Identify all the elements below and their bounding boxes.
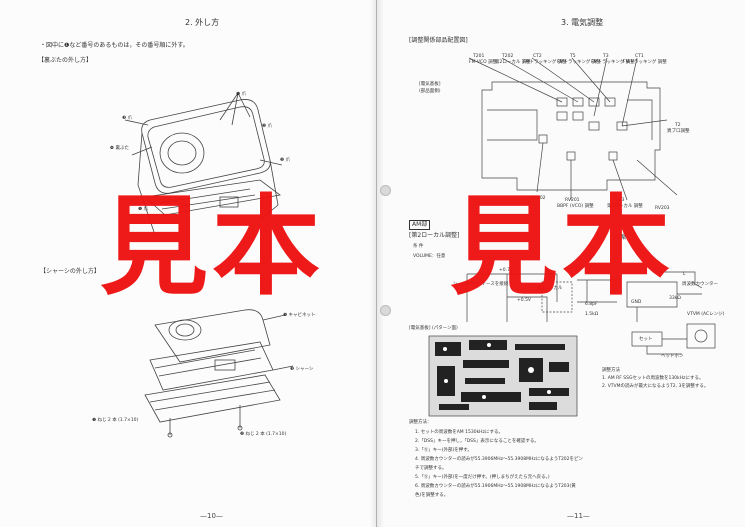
part-t5-name: T5 (570, 54, 576, 59)
tracking-connection-diagram (631, 323, 716, 355)
left-page-number: —10— (200, 512, 223, 520)
second-local-circuit (466, 271, 703, 322)
part-t3-name: T3 (603, 54, 609, 59)
part-rv201-desc: BBPF (VCO) 調整 (557, 204, 594, 209)
section-title-disassembly: 2. 外し方 (185, 18, 220, 27)
cover-label-1: ❶ 爪 (236, 92, 246, 97)
circuit-label-6: GND (631, 300, 642, 305)
part-rv203-name: RV203 (655, 206, 670, 211)
left-page: 2. 外し方 ・図中に❶など番号のあるものは，その番号順に外す。 【裏ぶたの外し… (38, 0, 377, 527)
adjust-step-4b: チで調整する。 (415, 466, 447, 471)
cover-label-2: ❸ 爪 (122, 116, 132, 121)
second-local-heading: [第2ローカル調整] (409, 232, 460, 239)
pattern-side-board (428, 335, 578, 417)
adjust-method-heading-right: 調整方法 (602, 368, 620, 373)
circuit-label-2: +0.5V (517, 298, 532, 303)
sample-watermark-right: 見本 (450, 185, 675, 310)
cover-label-4: ❹ 裏ぶた (110, 146, 129, 151)
part-ct2-name: CT2 (533, 54, 542, 59)
chassis-label-screws-2: ❷ ねじ 2 本 (1.7×10) (240, 432, 287, 437)
vtvm-label: VTVM (ACレンジ) (687, 312, 725, 317)
adjust-step-3: 3.「Ⓢ」キー(外部)を押す。 (415, 448, 472, 453)
circuit-label-4: 6.8pF (585, 302, 598, 307)
board-parts-layout (468, 57, 678, 201)
chassis-label-cabinet: ❶ キャビネット (283, 313, 316, 318)
part-t5-desc: FMトラッキング 調整 (557, 60, 601, 65)
book-spine (370, 0, 384, 527)
headphone-label: ヘッドホン (661, 354, 684, 359)
condition-label: 条 件 (413, 244, 424, 249)
adjust-step-6b: 色)を調整する。 (415, 493, 449, 498)
part-t2-desc: 異ブロ調整 (667, 129, 690, 134)
cover-removal-heading: 【裏ぶたの外し方】 (38, 57, 93, 64)
adjust-step-4: 4. 周波数カウンターの読みが55.3906MHz〜55.3908MHzになるよ… (415, 457, 584, 462)
circuit-label-1: シールド線で ケースを接続 (453, 282, 509, 287)
set-label: セット (639, 337, 653, 342)
circuit-label-5: 1.5kΩ (585, 312, 599, 317)
section-title-electrical-adjustment: 3. 電気調整 (561, 18, 604, 27)
part-rv201-name: RV201 (565, 198, 580, 203)
part-t203-name: T203 (613, 198, 625, 203)
chassis-label-chassis: ❸ シャーシ (290, 367, 314, 372)
adjust-step-6: 6. 周波数カウンターの読みが55.1906MHz〜55.1908MHzになるよ… (415, 484, 576, 489)
part-t3-desc: FMトラッキング 調整 (591, 60, 635, 65)
am-section-badge: AM部 (409, 220, 431, 230)
part-t202-name: T202 (502, 54, 514, 59)
pattern-side-heading: [電気基板] (パターン面) (409, 326, 458, 331)
board-side-label: (部品面側) (419, 89, 441, 94)
circuit-label-7: 33kΩ (669, 296, 681, 301)
right-page: 3. 電気調整 [調整関係部品配置図] T201 FM VCO 調整 T202 … (377, 0, 745, 527)
binding-hole-bottom (380, 305, 391, 316)
chassis-exploded-drawing (144, 309, 294, 438)
adjust-step-5: 5.「Ⓢ」キー(外部)を一度だけ押す。(押しまちがえたら元へ戻る。) (415, 475, 550, 480)
part-t203-desc: 第2ローカル 調整 (607, 204, 643, 209)
chassis-label-screws-1: ❶ ねじ 2 本 (1.7×10) (92, 418, 139, 423)
frequency-counter-label: 周波数カウンター (682, 282, 718, 287)
adjust-method-heading: 調整方法： (409, 420, 432, 425)
adjust-step-2: 2.「DSS」キーを押し，「DSS」表示になることを確認する。 (415, 439, 539, 444)
part-ct1-desc: FMトラッキング 調整 (623, 60, 667, 65)
board-label: [電気基板] (419, 82, 441, 87)
binding-hole-top (380, 185, 391, 196)
chassis-removal-heading: 【シャーシの外し方】 (40, 268, 100, 275)
cover-label-6: ❶ 爪 (138, 207, 148, 212)
part-rv202-name: RV202 (531, 196, 546, 201)
right-page-number: —11— (567, 512, 590, 520)
part-t202-desc: 第2ローカル 調整 (495, 60, 531, 65)
adjust-right-step-1: 1. AM RF SSGセットの周波数を130kHzにする。 (602, 376, 704, 381)
adjust-right-step-2: 2. VTVMの読みが最大になるようT2, 3を調整する。 (602, 384, 709, 389)
cover-label-3: ❷ 爪 (262, 124, 272, 129)
numbering-note: ・図中に❶など番号のあるものは，その番号順に外す。 (40, 42, 189, 49)
adjust-step-1: 1. セットの周波数をAM 1530kHzにする。 (415, 430, 503, 435)
circuit-label-8: L (683, 272, 686, 277)
sample-watermark-left: 見本 (100, 185, 325, 310)
cover-label-5: ❷ 爪 (280, 158, 290, 163)
circuit-label-3: 第2ローカル (537, 286, 563, 291)
part-t201-name: T201 (473, 54, 485, 59)
circuit-label-0: +0.7V (499, 268, 514, 273)
part-t2-name: T2 (675, 123, 681, 128)
part-ct1-name: CT1 (635, 54, 644, 59)
volume-condition: VOLUME：任意 (413, 254, 446, 259)
part-t201-desc: FM VCO 調整 (469, 60, 498, 65)
part-ct2-desc: FMトラッキング 調整 (523, 60, 567, 65)
parts-layout-heading: [調整関係部品配置図] (409, 37, 468, 44)
connection-heading-fragment: [案 (618, 234, 627, 241)
cover-exploded-drawing (124, 92, 283, 236)
